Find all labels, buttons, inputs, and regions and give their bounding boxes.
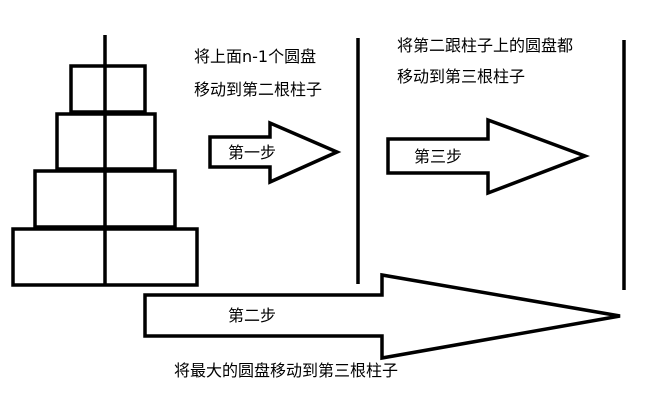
step3-arrow-label: 第三步 (414, 147, 462, 166)
step1-arrow: 第一步 (208, 120, 342, 185)
step1-instruction: 将上面n-1个圆盘 移动到第二根柱子 (194, 47, 322, 99)
step2-instruction: 将最大的圆盘移动到第三根柱子 (174, 361, 398, 380)
peg-1-with-disks (11, 35, 199, 287)
step1-arrow-label: 第一步 (228, 143, 276, 162)
step3-instruction: 将第二跟柱子上的圆盘都 移动到第三根柱子 (397, 36, 578, 86)
step3-arrow: 第三步 (386, 117, 590, 196)
step2-arrow: 第二步 (143, 272, 621, 361)
step2-arrow-label: 第二步 (228, 306, 276, 325)
disk-1-smallest (69, 64, 147, 114)
